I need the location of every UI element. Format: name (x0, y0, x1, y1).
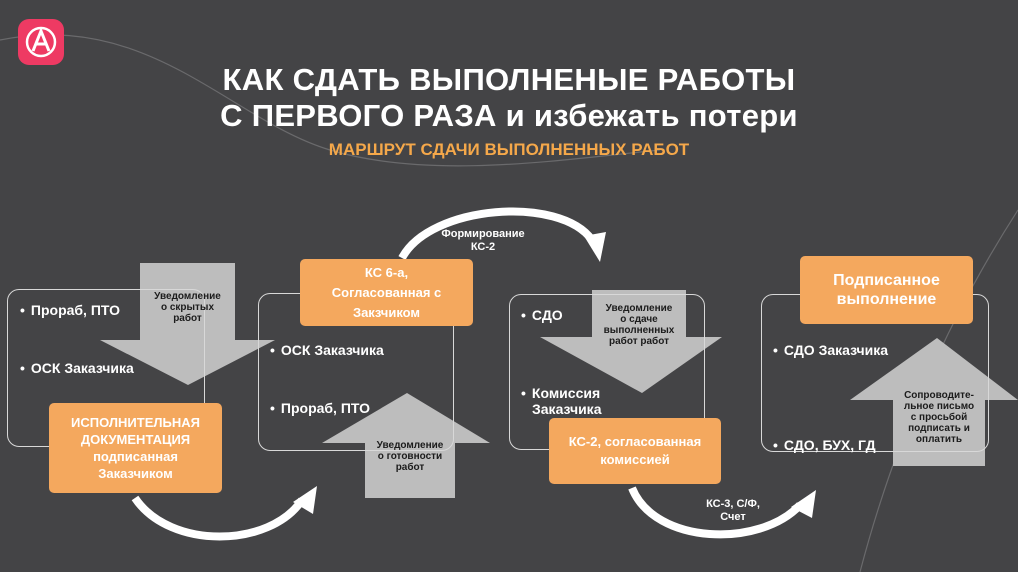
transition-label-bottom: КС-3, С/Ф, Счет (706, 498, 760, 523)
stage-1-item-2: •ОСК Заказчика (20, 360, 134, 376)
curve-arrow-bottom-left (131, 495, 306, 541)
company-logo (18, 19, 64, 65)
stage-2-item-2: •Прораб, ПТО (270, 400, 370, 416)
page-title-line-2: С ПЕРВОГО РАЗА и избежать потери (220, 98, 798, 133)
stage-1-arrow-label: Уведомление о скрытых работ (154, 291, 221, 324)
stage-2-result-box: КС 6-а, Согласованная с Закзчиком (300, 259, 473, 326)
gray-arrow-up-2 (322, 393, 490, 498)
logo-icon (25, 26, 57, 58)
curve-arrow-bottom-left-head (293, 486, 317, 514)
gray-arrow-up-4 (850, 338, 1018, 466)
background-arc-top (0, 34, 661, 167)
stage-4-item-2: •СДО, БУХ, ГД (773, 437, 876, 453)
stage-3-item-2: •Комиссия Заказчика (521, 385, 602, 417)
curve-arrow-bottom-right (628, 486, 803, 539)
curve-arrow-bottom-right-head (791, 490, 816, 518)
stage-1-item-1: •Прораб, ПТО (20, 302, 120, 318)
stage-3-arrow-label: Уведомление о сдаче выполненных работ ра… (603, 303, 675, 347)
transition-label-top: Формирование КС-2 (441, 228, 525, 253)
stage-3-result-box: КС-2, согласованная комиссией (549, 418, 721, 484)
stage-2-arrow-label: Уведомление о готовности работ (376, 440, 444, 473)
gray-arrow-down-1 (100, 263, 275, 385)
curve-arrow-top (398, 207, 596, 261)
stage-2-item-1: •ОСК Заказчика (270, 342, 384, 358)
page-subtitle: МАРШРУТ СДАЧИ ВЫПОЛНЕННЫХ РАБОТ (328, 140, 690, 159)
stage-4-result-box: Подписанное выполнение (800, 256, 973, 324)
curve-arrow-top-head (584, 232, 606, 262)
stage-4-item-1: •СДО Заказчика (773, 342, 889, 358)
stage-4-arrow-label: Сопроводите- льное письмо с просьбой под… (903, 390, 975, 445)
page-title-line-1: КАК СДАТЬ ВЫПОЛНЕНЫЕ РАБОТЫ (222, 62, 796, 97)
gray-arrow-down-3 (540, 290, 722, 393)
stage-1-result-box: ИСПОЛНИТЕЛЬНАЯ ДОКУМЕНТАЦИЯ подписанная … (49, 403, 222, 493)
stage-3-item-1: •СДО (521, 307, 563, 323)
